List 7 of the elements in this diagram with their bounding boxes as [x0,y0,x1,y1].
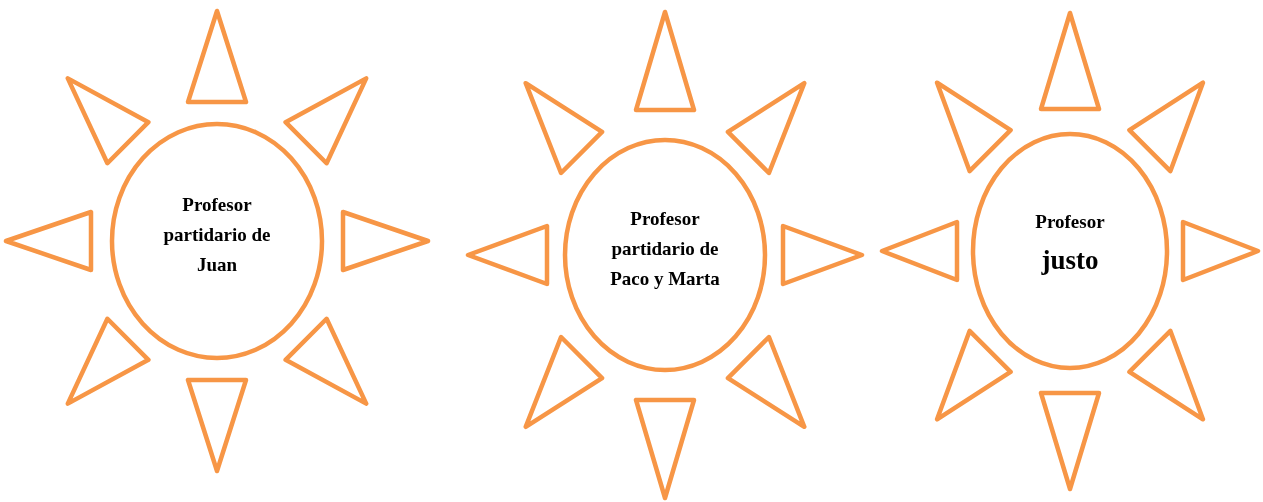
sun-shape [878,9,1262,493]
sun-label: justo [1041,244,1099,278]
sun-label: Profesor [1035,210,1105,235]
sun-label: Profesor partidario de Paco y Marta [609,207,721,292]
sun-shape [2,7,432,475]
sun-label: Profesor partidario de Juan [162,193,272,278]
sun-shape [464,8,866,502]
